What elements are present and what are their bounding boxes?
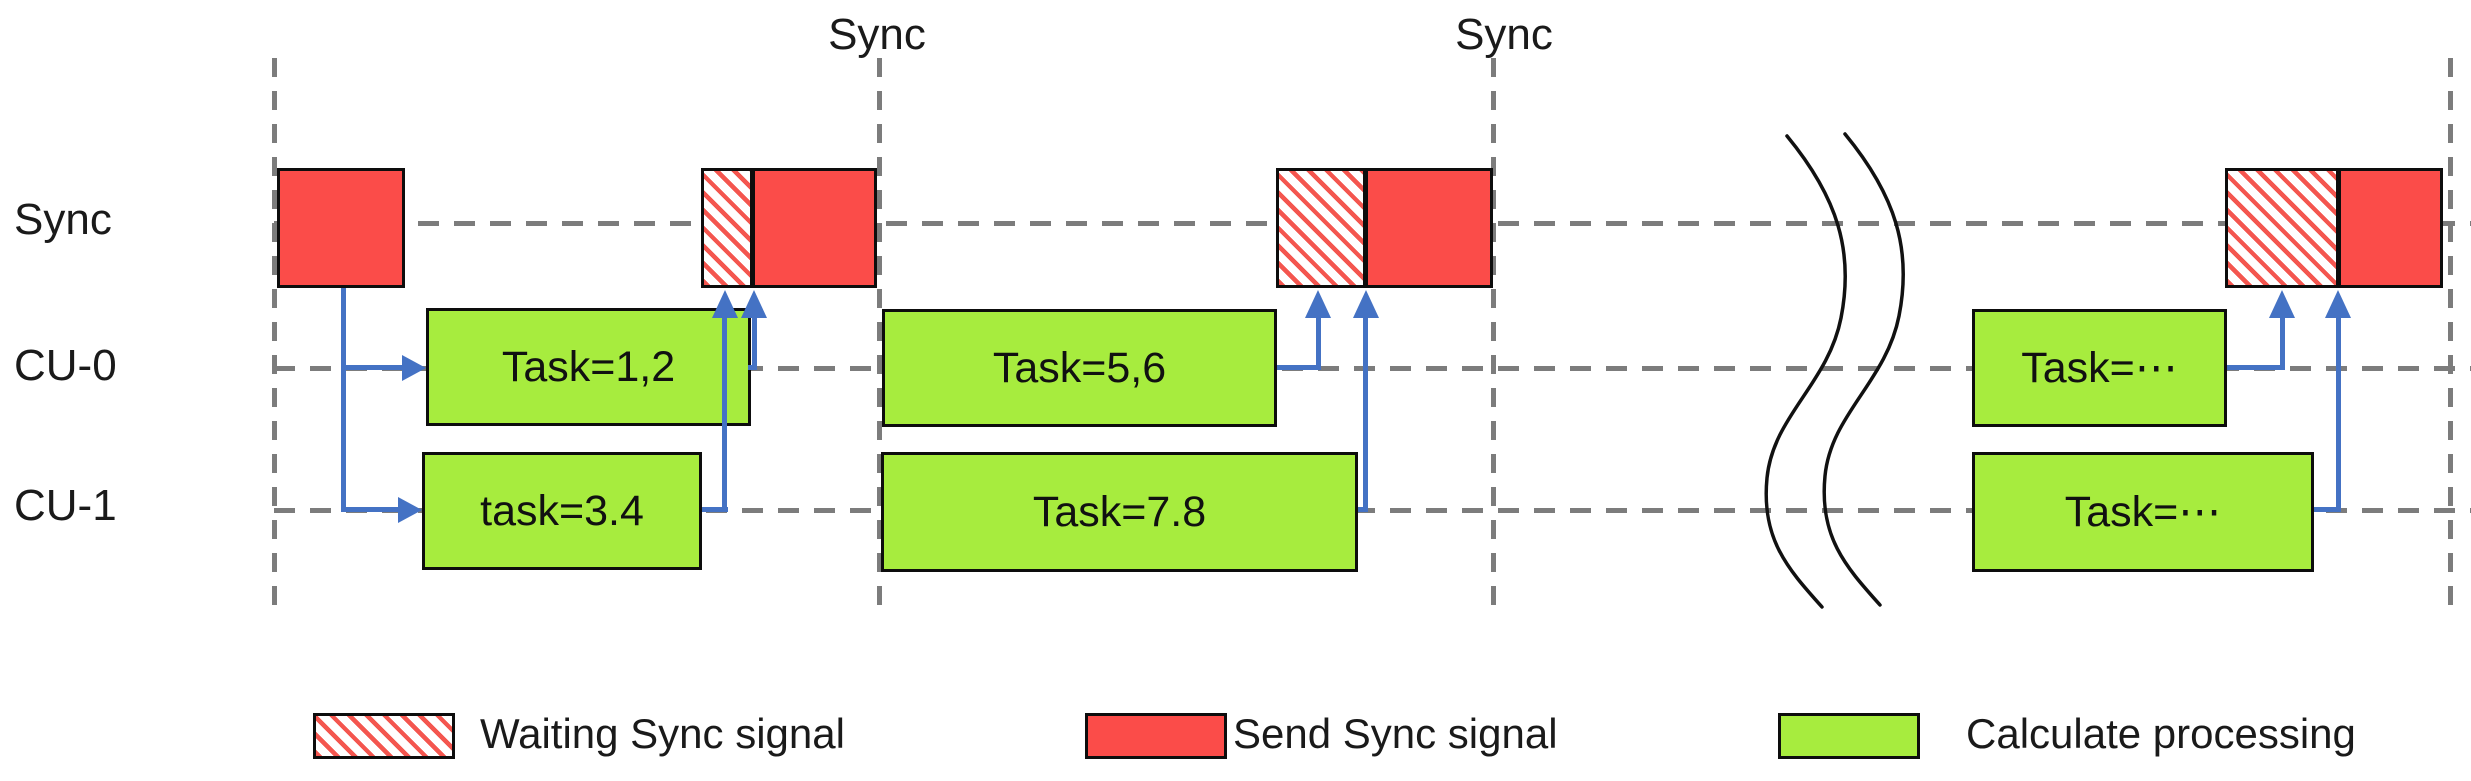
- lane-label: CU-0: [14, 341, 117, 390]
- task-box-label: Task=1,2: [501, 342, 676, 391]
- waiting-sync-box: [701, 168, 753, 288]
- waiting-sync-box: [1276, 168, 1366, 288]
- signal-arrow-line: [1363, 314, 1368, 512]
- send-sync-box: [277, 168, 405, 288]
- squiggle-line-left: [1764, 134, 1848, 609]
- sync-column-label: Sync: [828, 10, 926, 59]
- send-sync-box: [752, 168, 877, 288]
- signal-arrowhead-up: [1305, 290, 1331, 318]
- signal-arrow-line: [341, 507, 400, 512]
- timeline-dashed-line-row2: [274, 508, 2471, 513]
- signal-arrow-line: [752, 314, 757, 370]
- signal-arrowhead-up: [741, 290, 767, 318]
- task-box-label: Task=5,6: [992, 343, 1167, 392]
- signal-arrowhead-up: [1353, 290, 1379, 318]
- legend-swatch-calc: [1778, 713, 1920, 759]
- signal-arrow-line: [722, 314, 727, 512]
- signal-arrow-line: [1277, 365, 1321, 370]
- signal-arrow-line: [2280, 314, 2285, 370]
- task-box: task=3.4: [422, 452, 702, 570]
- legend-label: Calculate processing: [1966, 710, 2356, 757]
- lane-label: Sync: [14, 195, 112, 244]
- legend-label: Waiting Sync signal: [480, 710, 845, 757]
- task-box: Task=⋯: [1972, 309, 2227, 427]
- task-box: Task=⋯: [1972, 452, 2314, 572]
- signal-arrow-line: [2336, 314, 2341, 512]
- task-box-label: Task=⋯: [2021, 344, 2178, 392]
- task-box-label: Task=⋯: [2064, 488, 2222, 536]
- legend-swatch-send: [1085, 713, 1227, 759]
- legend-label: Send Sync signal: [1233, 710, 1558, 757]
- task-box: Task=1,2: [426, 308, 751, 426]
- send-sync-box: [2338, 168, 2443, 288]
- signal-arrow-line: [2314, 507, 2341, 512]
- waiting-sync-box: [2225, 168, 2339, 288]
- signal-arrowhead-up: [2269, 290, 2295, 318]
- signal-arrowhead-up: [2325, 290, 2351, 318]
- dispatch-arrowhead-right: [402, 355, 426, 381]
- signal-arrowhead-up: [712, 290, 738, 318]
- signal-arrow-line: [341, 365, 404, 370]
- sync-boundary-dashed-line-1: [877, 58, 882, 612]
- task-box: Task=5,6: [882, 309, 1277, 427]
- legend-swatch-wait: [313, 713, 455, 759]
- sync-boundary-dashed-line-2: [1491, 58, 1496, 612]
- sync-column-label: Sync: [1455, 10, 1553, 59]
- signal-arrow-line: [1316, 314, 1321, 370]
- sync-boundary-dashed-line-3: [2448, 58, 2453, 612]
- timeline-dashed-line-row1: [274, 366, 2471, 371]
- task-box-label: task=3.4: [480, 486, 644, 535]
- task-box: Task=7.8: [881, 452, 1358, 572]
- signal-arrow-line: [702, 507, 728, 512]
- lane-label: CU-1: [14, 481, 117, 530]
- signal-arrow-line: [341, 288, 346, 512]
- task-box-label: Task=7.8: [1032, 487, 1207, 536]
- dispatch-arrowhead-right: [398, 497, 422, 523]
- send-sync-box: [1365, 168, 1493, 288]
- signal-arrow-line: [2227, 365, 2285, 370]
- sync-boundary-dashed-line-0: [272, 58, 277, 612]
